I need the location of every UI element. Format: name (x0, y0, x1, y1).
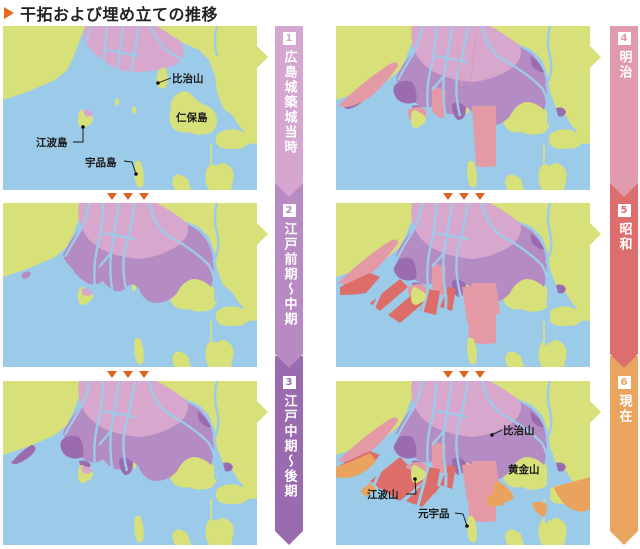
sequence-arrows-right-1 (443, 193, 485, 200)
panel-2-pointer-icon (257, 223, 268, 245)
period-number: 3 (283, 376, 296, 389)
map-showa (336, 203, 590, 367)
map-panel-4 (336, 26, 590, 190)
map-panel-5 (336, 203, 590, 367)
sequence-arrows-left-1 (107, 193, 149, 200)
period-banner-1: 1 広島城築城当時 (275, 26, 303, 197)
period-label: 現在 (616, 394, 632, 424)
label-ebajima: 江波島 (36, 136, 68, 149)
period-banner-4: 4 明治 (610, 26, 638, 197)
down-arrow-icon (139, 193, 149, 200)
down-arrow-icon (107, 371, 117, 378)
period-number: 5 (618, 204, 631, 217)
down-arrow-icon (443, 371, 453, 378)
label-motoujina: 元宇品 (418, 507, 450, 520)
period-banner-3: 3 江戸中期〜後期 (275, 356, 303, 545)
label-ebayama: 江波山 (367, 488, 399, 501)
map-edo-early-mid (3, 203, 257, 367)
map-present: 比治山 黄金山 江波山 元宇品 (336, 381, 590, 545)
down-arrow-icon (475, 193, 485, 200)
period-banner-5: 5 昭和 (610, 184, 638, 368)
down-arrow-icon (459, 193, 469, 200)
down-arrow-icon (139, 371, 149, 378)
period-number: 1 (283, 32, 296, 45)
down-arrow-icon (123, 193, 133, 200)
title-text: 干拓および埋め立ての推移 (20, 5, 219, 24)
period-label: 明治 (616, 50, 632, 80)
down-arrow-icon (475, 371, 485, 378)
label-hijiyama-present: 比治山 (503, 424, 535, 437)
panel-4-pointer-icon (590, 46, 601, 68)
period-label: 広島城築城当時 (281, 50, 297, 155)
title-marker-icon (4, 7, 14, 19)
down-arrow-icon (107, 193, 117, 200)
map-panel-2 (3, 203, 257, 367)
sequence-arrows-right-2 (443, 371, 485, 378)
map-panel-6: 比治山 黄金山 江波山 元宇品 (336, 381, 590, 545)
period-number: 6 (618, 376, 631, 389)
period-banner-6: 6 現在 (610, 356, 638, 545)
down-arrow-icon (459, 371, 469, 378)
period-banner-2: 2 江戸前期〜中期 (275, 184, 303, 368)
map-panel-1: 比治山 仁保島 江波島 宇品島 (3, 26, 257, 190)
label-nihojima: 仁保島 (176, 111, 208, 124)
figure-title: 干拓および埋め立ての推移 (4, 3, 219, 24)
panel-6-pointer-icon (590, 401, 601, 423)
map-castle-era: 比治山 仁保島 江波島 宇品島 (3, 26, 257, 190)
period-number: 2 (283, 204, 296, 217)
label-ujinajima: 宇品島 (85, 156, 117, 169)
period-label: 江戸中期〜後期 (281, 394, 297, 499)
period-label: 昭和 (616, 222, 632, 252)
map-panel-3 (3, 381, 257, 545)
panel-5-pointer-icon (590, 223, 601, 245)
sequence-arrows-left-2 (107, 371, 149, 378)
panel-1-pointer-icon (257, 46, 268, 68)
map-meiji (336, 26, 590, 190)
label-ogonzan: 黄金山 (508, 463, 540, 476)
map-edo-mid-late (3, 381, 257, 545)
down-arrow-icon (123, 371, 133, 378)
label-hijiyama: 比治山 (172, 72, 204, 85)
period-label: 江戸前期〜中期 (281, 222, 297, 327)
panel-3-pointer-icon (257, 401, 268, 423)
down-arrow-icon (443, 193, 453, 200)
period-number: 4 (618, 32, 631, 45)
